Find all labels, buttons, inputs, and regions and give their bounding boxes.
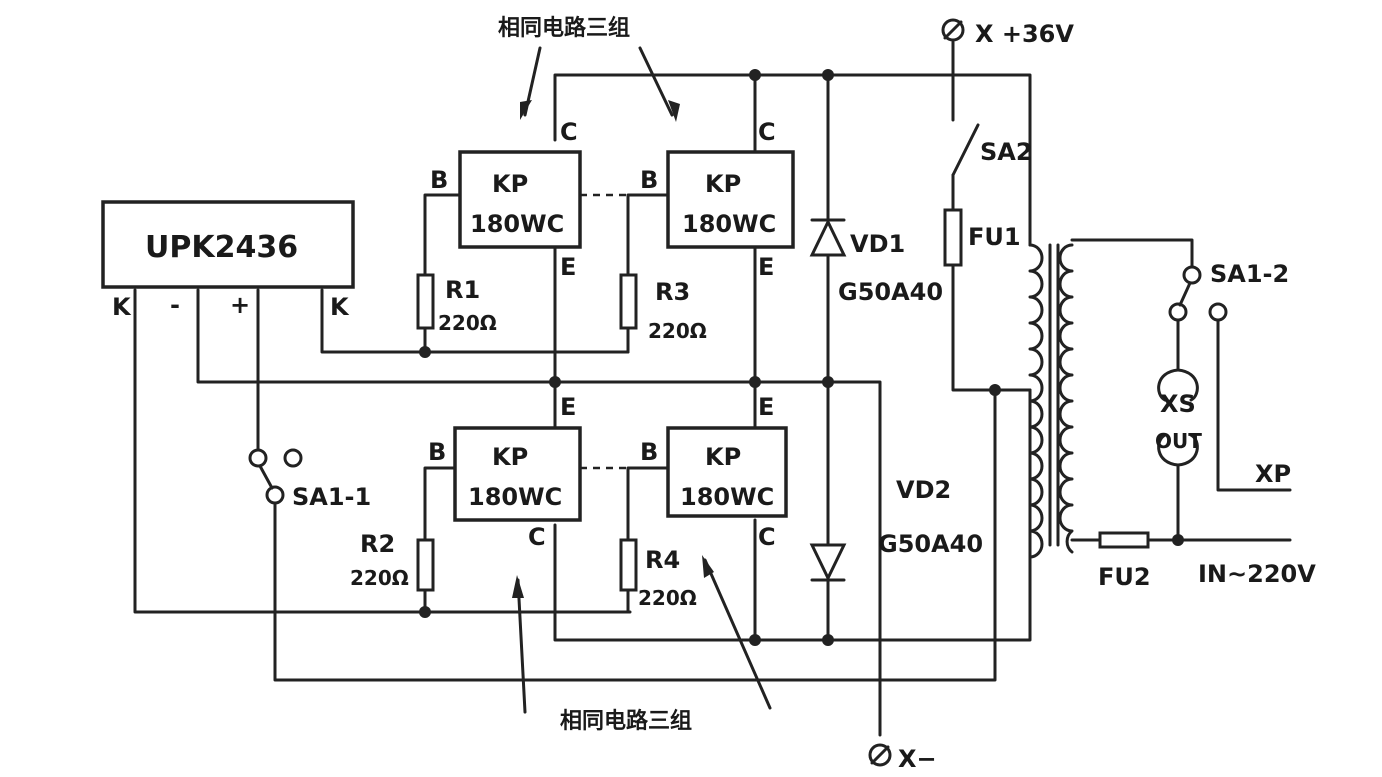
svg-text:SA2: SA2 (980, 138, 1033, 166)
output-socket: XS OUT (1155, 368, 1202, 467)
svg-text:G50A40: G50A40 (878, 530, 983, 558)
resistor-r2: R2 220Ω (350, 530, 435, 592)
resistor-r1: R1 220Ω (416, 273, 497, 335)
svg-text:X +36V: X +36V (975, 20, 1074, 48)
svg-text:180WC: 180WC (470, 210, 564, 238)
pin-b: B (430, 166, 448, 194)
output-labels: XP IN~220V (1198, 460, 1316, 588)
controller-upk2436: UPK2436 K - + K (101, 200, 355, 321)
pin-e: E (560, 393, 576, 421)
module-bottom-left: KP 180WC B E C (428, 393, 582, 551)
pin-b: B (640, 166, 658, 194)
svg-text:180WC: 180WC (682, 210, 776, 238)
pin-c: C (528, 523, 546, 551)
annotation-bottom: 相同电路三组 (560, 708, 692, 734)
switch-sa1-2: SA1-2 (1168, 260, 1289, 322)
module-top-right: KP 180WC B C E (640, 118, 795, 281)
module-top-left: KP 180WC B C E (430, 118, 582, 281)
svg-text:KP: KP (492, 443, 528, 471)
svg-text:VD2: VD2 (896, 476, 951, 504)
svg-text:X−: X− (898, 745, 937, 773)
svg-text:KP: KP (492, 170, 528, 198)
pin-plus: + (230, 291, 250, 319)
pin-e: E (758, 253, 774, 281)
svg-text:XS: XS (1160, 390, 1196, 418)
junction-dots (419, 69, 1184, 646)
switch-sa1-1: SA1-1 (248, 448, 371, 511)
svg-text:SA1-1: SA1-1 (292, 483, 371, 511)
svg-text:KP: KP (705, 443, 741, 471)
svg-text:R4: R4 (645, 546, 680, 574)
svg-text:G50A40: G50A40 (838, 278, 943, 306)
fuse-fu1: FU1 (943, 208, 1021, 267)
svg-text:VD1: VD1 (850, 230, 905, 258)
module-bottom-right: KP 180WC B E C (640, 393, 788, 551)
resistor-r4: R4 220Ω (619, 538, 697, 610)
diode-vd1: VD1 G50A40 (809, 218, 943, 306)
fuse-fu2: FU2 (1098, 531, 1151, 591)
switch-sa2: SA2 (951, 123, 1033, 177)
pin-c: C (758, 118, 776, 146)
controller-label: UPK2436 (145, 230, 298, 265)
pin-c: C (758, 523, 776, 551)
pin-k-left: K (112, 293, 132, 321)
pin-b: B (640, 438, 658, 466)
pin-e: E (758, 393, 774, 421)
svg-text:220Ω: 220Ω (648, 319, 707, 343)
terminal-positive: X +36V (941, 18, 1074, 48)
svg-text:220Ω: 220Ω (638, 586, 697, 610)
input-label: IN~220V (1198, 560, 1316, 588)
terminal-negative: X− (868, 743, 937, 773)
svg-text:KP: KP (705, 170, 741, 198)
svg-text:180WC: 180WC (468, 483, 562, 511)
svg-text:220Ω: 220Ω (350, 566, 409, 590)
transformer (1028, 243, 1074, 559)
svg-text:220Ω: 220Ω (438, 311, 497, 335)
annotation-top: 相同电路三组 (498, 15, 630, 41)
svg-text:OUT: OUT (1155, 429, 1202, 453)
diode-vd2: VD2 G50A40 (809, 476, 983, 582)
svg-text:R3: R3 (655, 278, 690, 306)
pin-b: B (428, 438, 446, 466)
pin-e: E (560, 253, 576, 281)
svg-text:FU1: FU1 (968, 223, 1021, 251)
pin-minus: - (170, 291, 180, 319)
svg-text:180WC: 180WC (680, 483, 774, 511)
svg-text:FU2: FU2 (1098, 563, 1151, 591)
resistor-r3: R3 220Ω (619, 273, 707, 343)
annotation-arrows (512, 46, 772, 714)
svg-text:SA1-2: SA1-2 (1210, 260, 1289, 288)
xp-label: XP (1255, 460, 1291, 488)
svg-text:R1: R1 (445, 276, 480, 304)
wires (133, 40, 1292, 737)
pin-c: C (560, 118, 578, 146)
svg-text:R2: R2 (360, 530, 395, 558)
pin-k-right: K (330, 293, 350, 321)
